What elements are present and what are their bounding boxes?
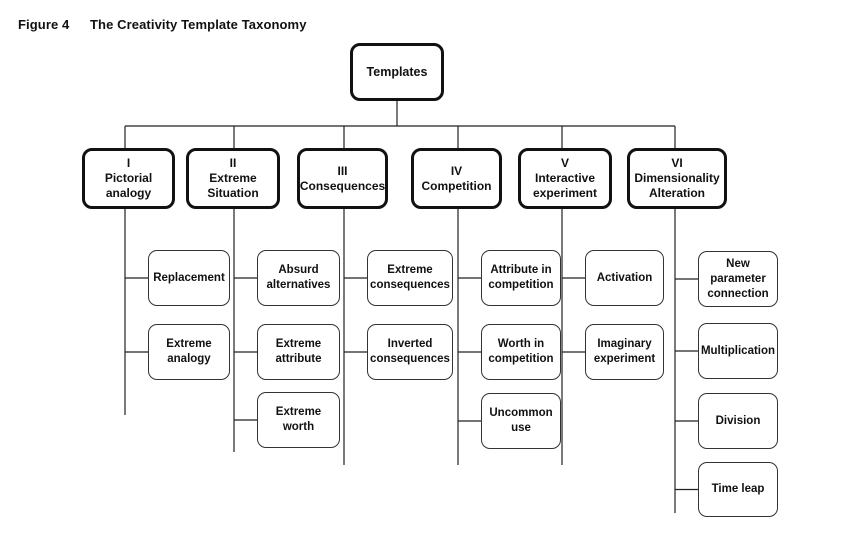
category-node: III Consequences (297, 148, 388, 209)
template-node: Replacement (148, 250, 230, 306)
category-label: III Consequences (299, 163, 386, 193)
root-node-templates: Templates (350, 43, 444, 101)
template-node: Imaginary experiment (585, 324, 664, 380)
template-label: Extreme attribute (275, 338, 322, 365)
template-node: Multiplication (698, 323, 778, 379)
figure-number: Figure 4 (18, 17, 70, 32)
category-label: IV Competition (421, 163, 492, 193)
template-label: Absurd alternatives (266, 264, 331, 291)
template-label: Multiplication (700, 344, 776, 357)
template-node: Extreme worth (257, 392, 340, 448)
category-node: I Pictorial analogy (82, 148, 175, 209)
template-label: Extreme consequences (370, 264, 450, 291)
template-label: Inverted consequences (370, 338, 450, 365)
template-node: Extreme consequences (367, 250, 453, 306)
category-node: IV Competition (411, 148, 502, 209)
template-label: New parameter connection (707, 257, 769, 300)
category-node: VI Dimensionality Alteration (627, 148, 727, 209)
template-node: Absurd alternatives (257, 250, 340, 306)
template-node: Extreme attribute (257, 324, 340, 380)
template-label: Imaginary experiment (593, 338, 656, 365)
template-node: New parameter connection (698, 251, 778, 307)
template-node: Inverted consequences (367, 324, 453, 380)
template-node: Attribute in competition (481, 250, 561, 306)
template-label: Attribute in competition (488, 264, 554, 291)
category-label: VI Dimensionality Alteration (634, 156, 720, 200)
category-label: II Extreme Situation (207, 156, 259, 200)
category-label: V Interactive experiment (532, 156, 598, 200)
template-node: Extreme analogy (148, 324, 230, 380)
figure-caption: Figure 4 The Creativity Template Taxonomy (18, 17, 307, 32)
template-node: Time leap (698, 462, 778, 517)
template-node: Uncommon use (481, 393, 561, 449)
template-node: Division (698, 393, 778, 449)
category-node: V Interactive experiment (518, 148, 612, 209)
template-label: Time leap (711, 483, 765, 495)
template-label: Replacement (153, 271, 225, 284)
template-label: Extreme analogy (166, 338, 212, 365)
root-node-label: Templates (366, 64, 428, 79)
template-label: Uncommon use (489, 407, 553, 434)
template-node: Worth in competition (481, 324, 561, 380)
template-label: Extreme worth (275, 406, 322, 433)
template-label: Activation (596, 271, 653, 284)
template-label: Worth in competition (488, 338, 554, 365)
category-node: II Extreme Situation (186, 148, 280, 209)
template-node: Activation (585, 250, 664, 306)
template-label: Division (715, 414, 761, 427)
figure-title: The Creativity Template Taxonomy (90, 17, 307, 32)
category-label: I Pictorial analogy (104, 156, 153, 200)
